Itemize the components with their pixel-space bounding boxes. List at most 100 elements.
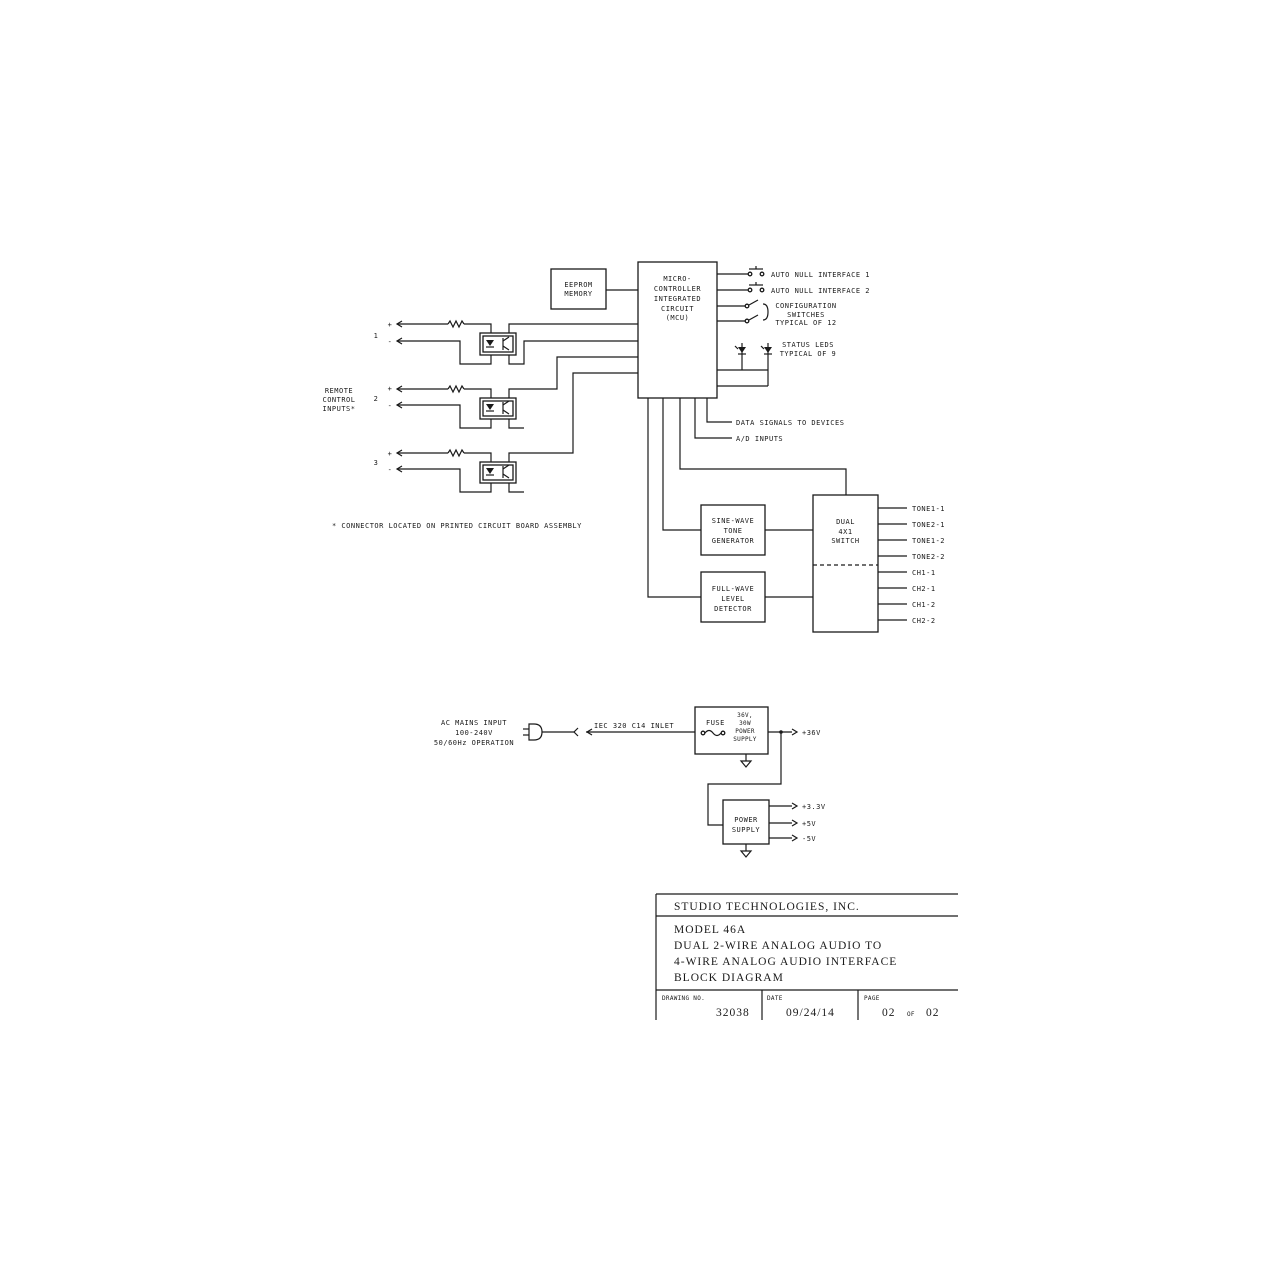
out-tone2-2: TONE2-2 <box>912 553 945 561</box>
channel-1-label: 1 <box>374 332 379 340</box>
minus-3: - <box>388 466 393 474</box>
status-leds-label-1: STATUS LEDS <box>782 341 834 349</box>
ground-icon <box>739 754 753 768</box>
title-line-4: BLOCK DIAGRAM <box>674 972 784 984</box>
psu36-label-1: 36V, <box>737 712 753 719</box>
remote-input-2: 2 + - <box>374 356 638 429</box>
auto-null-2: AUTO NULL INTERFACE 2 <box>717 282 870 295</box>
psu36-label-2: 30W <box>739 720 751 727</box>
mcu-label-1: MICRO- <box>663 275 691 283</box>
psu-secondary-block: POWER SUPPLY <box>722 799 770 845</box>
switch-label-3: SWITCH <box>831 537 859 545</box>
plus-1: + <box>388 321 393 329</box>
switch-outputs: TONE1-1 TONE2-1 TONE1-2 TONE2-2 CH1-1 CH… <box>878 505 945 625</box>
mcu-label-2: CONTROLLER <box>654 285 701 293</box>
v36-label: +36V <box>802 729 821 737</box>
ac-label-3: 50/60Hz OPERATION <box>434 739 514 747</box>
remote-inputs-label: REMOTE CONTROL INPUTS* <box>322 387 355 413</box>
ac-label-1: AC MAINS INPUT <box>441 719 507 727</box>
title-line-2: DUAL 2-WIRE ANALOG AUDIO TO <box>674 940 882 952</box>
connector-footnote: * CONNECTOR LOCATED ON PRINTED CIRCUIT B… <box>332 522 582 530</box>
drawing-no: 32038 <box>716 1007 750 1019</box>
fullwave-label-3: DETECTOR <box>714 605 752 613</box>
sine-label-3: GENERATOR <box>712 537 755 545</box>
ad-inputs-label: A/D INPUTS <box>736 435 783 443</box>
mcu-label-3: INTEGRATED <box>654 295 701 303</box>
out-ch2-1: CH2-1 <box>912 585 936 593</box>
plus-3: + <box>388 450 393 458</box>
fuse-label: FUSE <box>706 719 725 727</box>
low-voltage-outputs: +3.3V +5V -5V <box>769 802 826 843</box>
config-switches: CONFIGURATION SWITCHES TYPICAL OF 12 <box>717 299 836 327</box>
config-label-3: TYPICAL OF 12 <box>775 319 836 327</box>
out-tone1-2: TONE1-2 <box>912 537 945 545</box>
title-block: STUDIO TECHNOLOGIES, INC. MODEL 46A DUAL… <box>655 893 958 1020</box>
out-tone1-1: TONE1-1 <box>912 505 945 513</box>
dual-switch-block: DUAL 4X1 SWITCH <box>812 494 879 633</box>
fullwave-label-1: FULL-WAVE <box>712 585 754 593</box>
page-number: 02 <box>882 1007 896 1019</box>
mcu-block: MICRO- CONTROLLER INTEGRATED CIRCUIT (MC… <box>637 261 718 399</box>
v33-label: +3.3V <box>802 803 826 811</box>
ac-mains-label: AC MAINS INPUT 100-240V 50/60Hz OPERATIO… <box>434 719 514 747</box>
mcu-label-4: CIRCUIT <box>661 305 694 313</box>
data-signals-label: DATA SIGNALS TO DEVICES <box>736 419 844 427</box>
switch-label-2: 4X1 <box>838 528 852 536</box>
sine-label-2: TONE <box>724 527 743 535</box>
mcu-bottom-lines: DATA SIGNALS TO DEVICES A/D INPUTS <box>647 398 847 598</box>
date-value: 09/24/14 <box>786 1007 835 1019</box>
out-ch2-2: CH2-2 <box>912 617 936 625</box>
ground-icon-2 <box>739 844 753 858</box>
v5n-label: -5V <box>802 835 816 843</box>
iec-inlet: IEC 320 C14 INLET <box>585 722 695 736</box>
remote-label-2: CONTROL <box>322 396 355 404</box>
status-leds: STATUS LEDS TYPICAL OF 9 <box>717 341 837 387</box>
plus-2: + <box>388 385 393 393</box>
iec-inlet-label: IEC 320 C14 INLET <box>594 722 674 730</box>
out-tone2-1: TONE2-1 <box>912 521 945 529</box>
v5p-label: +5V <box>802 820 816 828</box>
auto-null-1: AUTO NULL INTERFACE 1 <box>717 266 870 279</box>
mcu-label-5: (MCU) <box>666 314 690 322</box>
page-label: PAGE <box>864 995 880 1002</box>
minus-1: - <box>388 338 393 346</box>
config-label-1: CONFIGURATION <box>775 302 836 310</box>
sine-wave-generator-block: SINE-WAVE TONE GENERATOR <box>700 504 766 556</box>
v36-output: +36V <box>707 728 821 826</box>
fuse-icon <box>700 729 726 737</box>
psu2-label-2: SUPPLY <box>732 826 761 834</box>
eeprom-label-2: MEMORY <box>564 290 593 298</box>
eeprom-label-1: EEPROM <box>564 281 592 289</box>
switch-label-1: DUAL <box>836 518 855 526</box>
sine-label-1: SINE-WAVE <box>712 517 754 525</box>
out-ch1-2: CH1-2 <box>912 601 936 609</box>
status-leds-label-2: TYPICAL OF 9 <box>780 350 837 358</box>
full-wave-detector-block: FULL-WAVE LEVEL DETECTOR <box>700 571 766 623</box>
company-name: STUDIO TECHNOLOGIES, INC. <box>674 901 860 913</box>
channel-2-label: 2 <box>374 395 379 403</box>
date-label: DATE <box>767 995 783 1002</box>
config-label-2: SWITCHES <box>787 311 825 319</box>
eeprom-block: EEPROM MEMORY <box>550 268 607 310</box>
remote-label-3: INPUTS* <box>322 405 355 413</box>
ac-plug-icon <box>523 723 579 741</box>
psu2-label-1: POWER <box>734 816 758 824</box>
page-of-label: OF <box>907 1011 915 1018</box>
channel-3-label: 3 <box>374 459 379 467</box>
psu-36v-block: FUSE 36V, 30W POWER SUPPLY <box>694 706 769 755</box>
fullwave-label-2: LEVEL <box>721 595 745 603</box>
drawing-no-label: DRAWING NO. <box>662 995 705 1002</box>
title-line-3: 4-WIRE ANALOG AUDIO INTERFACE <box>674 956 897 968</box>
remote-label-1: REMOTE <box>325 387 353 395</box>
minus-2: - <box>388 402 393 410</box>
auto-null-2-label: AUTO NULL INTERFACE 2 <box>771 287 870 295</box>
title-line-1: MODEL 46A <box>674 924 746 936</box>
auto-null-1-label: AUTO NULL INTERFACE 1 <box>771 271 870 279</box>
psu36-label-3: POWER <box>735 728 755 735</box>
out-ch1-1: CH1-1 <box>912 569 936 577</box>
psu36-label-4: SUPPLY <box>733 736 757 743</box>
ac-label-2: 100-240V <box>455 729 493 737</box>
remote-input-1: 1 + - <box>374 319 638 365</box>
remote-input-3: 3 + - <box>374 372 638 493</box>
